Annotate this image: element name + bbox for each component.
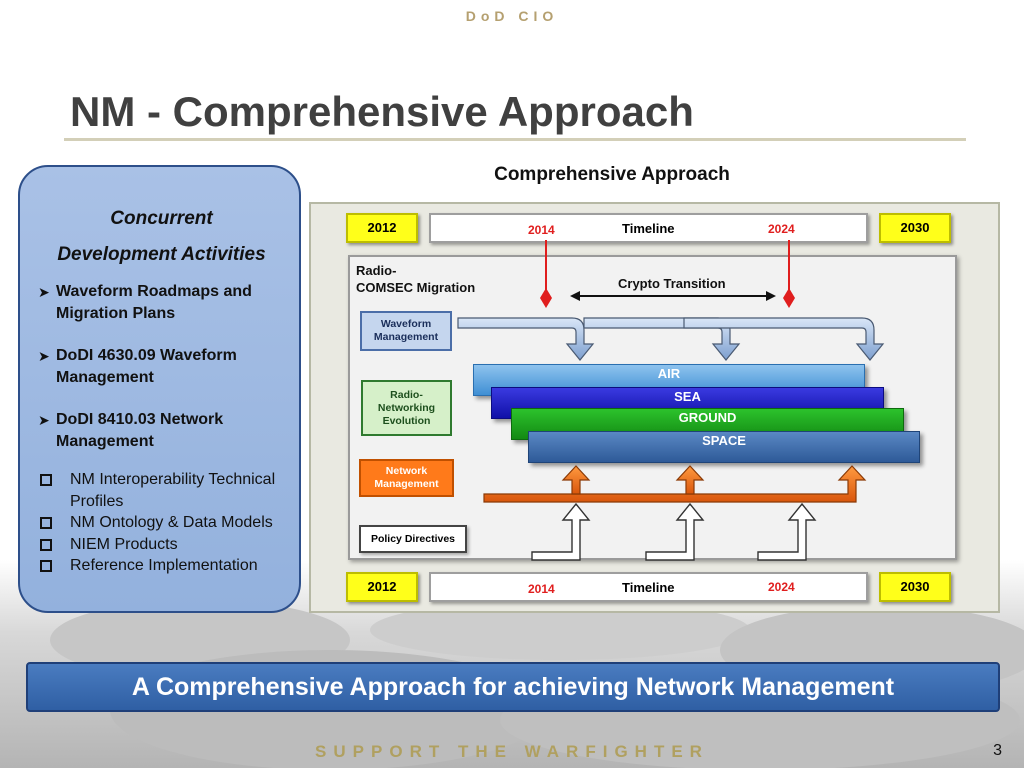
arrow-bullet-icon: ➤ xyxy=(38,284,50,300)
list-item: ➤Waveform Roadmaps and Migration Plans xyxy=(38,281,285,325)
network-management-box: Network Management xyxy=(359,459,454,497)
checkbox-bullet-icon xyxy=(40,560,52,572)
arrow-bullet-icon: ➤ xyxy=(38,348,50,364)
summary-banner: A Comprehensive Approach for achieving N… xyxy=(26,662,1000,712)
timeline-top-bar xyxy=(429,213,868,243)
list-item: Reference Implementation xyxy=(38,555,285,577)
title-divider xyxy=(64,138,966,141)
crypto-transition-label: Crypto Transition xyxy=(618,276,726,291)
waveform-management-box: Waveform Management xyxy=(360,311,452,351)
arrow-bullet-icon: ➤ xyxy=(38,412,50,428)
radio-networking-box: Radio-Networking Evolution xyxy=(361,380,452,436)
timeline-bottom-bar xyxy=(429,572,868,602)
radio-comsec-label: Radio- COMSEC Migration xyxy=(356,263,476,295)
concurrent-activities-panel: Concurrent Development Activities ➤Wavef… xyxy=(18,165,301,613)
timeline-bottom-mark-2024: 2024 xyxy=(768,580,795,594)
page-number: 3 xyxy=(993,742,1002,759)
timeline-bottom-label: Timeline xyxy=(622,580,675,595)
list-item: NIEM Products xyxy=(38,534,285,556)
policy-directives-box: Policy Directives xyxy=(359,525,467,553)
panel-heading-line1: Concurrent xyxy=(110,208,213,229)
checkbox-bullet-icon xyxy=(40,538,52,551)
sub-activity-list: NM Interoperability Technical Profiles N… xyxy=(38,469,285,577)
activity-list: ➤Waveform Roadmaps and Migration Plans ➤… xyxy=(38,281,285,453)
list-item: ➤DoDI 4630.09 Waveform Management xyxy=(38,345,285,389)
checkbox-bullet-icon xyxy=(40,474,52,486)
band-space: SPACE xyxy=(528,431,920,463)
panel-heading-line2: Development Activities xyxy=(57,244,266,265)
diagram-title: Comprehensive Approach xyxy=(494,164,730,185)
list-item: ➤DoDI 8410.03 Network Management xyxy=(38,409,285,453)
page-title: NM - Comprehensive Approach xyxy=(70,88,694,135)
timeline-top-start: 2012 xyxy=(346,213,418,243)
footer-tagline: SUPPORT THE WARFIGHTER xyxy=(315,742,709,761)
org-label: DoD CIO xyxy=(465,8,559,24)
list-item: NM Interoperability Technical Profiles xyxy=(38,469,285,512)
list-item: NM Ontology & Data Models xyxy=(38,512,285,534)
timeline-bottom-mark-2014: 2014 xyxy=(528,582,555,596)
timeline-bottom-start: 2012 xyxy=(346,572,418,602)
checkbox-bullet-icon xyxy=(40,517,52,529)
timeline-top-label: Timeline xyxy=(622,221,675,236)
timeline-top-mark-2014: 2014 xyxy=(528,223,555,237)
timeline-bottom-end: 2030 xyxy=(879,572,951,602)
timeline-top-end: 2030 xyxy=(879,213,951,243)
timeline-top-mark-2024: 2024 xyxy=(768,222,795,236)
